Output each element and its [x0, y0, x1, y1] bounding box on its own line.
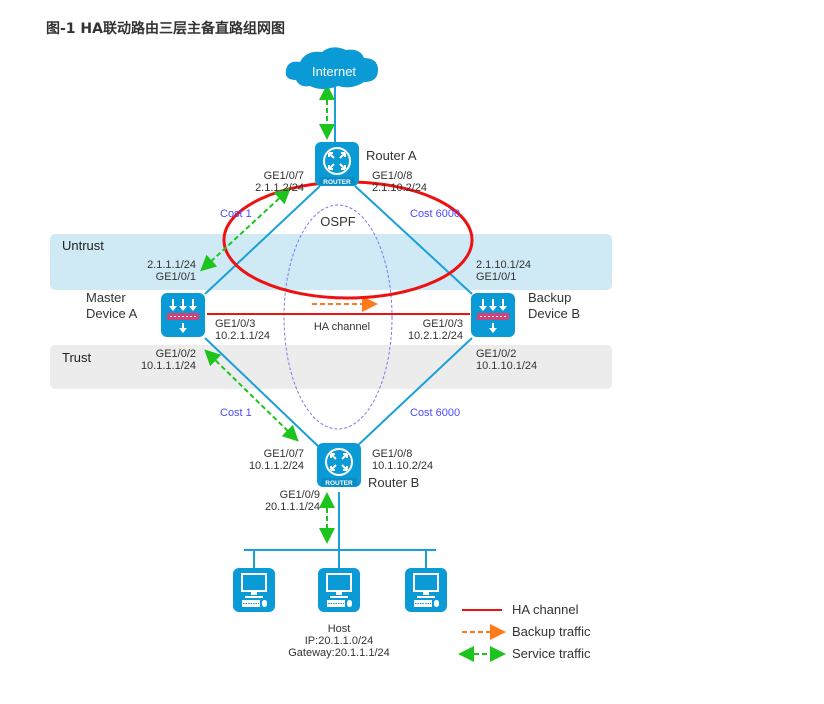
router-a-right-if: GE1/0/8 [372, 170, 412, 182]
trust-zone [50, 345, 612, 389]
link-router-a-device-b [354, 185, 473, 295]
device-a-firewall-icon [160, 292, 206, 338]
router-a-left-if: GE1/0/7 [264, 170, 304, 182]
service-traffic-lower [204, 349, 299, 442]
router-b-icon [316, 442, 362, 488]
router-a-right-ip: 2.1.10.2/24 [372, 182, 427, 194]
router-b-down-ip: 20.1.1.1/24 [265, 501, 320, 513]
router-a-name: Router A [366, 148, 417, 163]
router-b-right-if: GE1/0/8 [372, 448, 412, 460]
device-a-down-if: GE1/0/2 [156, 348, 196, 360]
device-a-down-ip: 10.1.1.1/24 [141, 360, 196, 372]
device-a-ha-if: GE1/0/3 [215, 318, 255, 330]
host-pc-icon-3 [404, 567, 448, 613]
device-a-up-if: GE1/0/1 [156, 271, 196, 283]
router-b-left-if: GE1/0/7 [264, 448, 304, 460]
legend-backup-traffic-label: Backup traffic [512, 624, 591, 639]
device-b-role: Backup [528, 290, 571, 305]
device-b-ha-ip: 10.2.1.2/24 [408, 330, 463, 342]
host-name: Host [328, 623, 351, 635]
untrust-zone-label: Untrust [62, 238, 104, 253]
router-b-down-if: GE1/0/9 [280, 489, 320, 501]
legend: HA channel Backup traffic Service traffi… [458, 602, 591, 662]
link-device-b-router-b [354, 337, 473, 449]
ha-channel-label: HA channel [314, 321, 370, 333]
ospf-area [283, 204, 393, 430]
host-ip: IP:20.1.1.0/24 [305, 635, 374, 647]
cost-bottom-right: Cost 6000 [410, 407, 460, 419]
device-b-firewall-icon [470, 292, 516, 338]
device-b-down-if: GE1/0/2 [476, 348, 516, 360]
legend-ha-channel-label: HA channel [512, 602, 579, 617]
device-a-name: Device A [86, 306, 138, 321]
cost-bottom-left: Cost 1 [220, 407, 252, 419]
host-pc-icon-2 [317, 567, 361, 613]
host-gateway: Gateway:20.1.1.1/24 [288, 647, 390, 659]
router-b-left-ip: 10.1.1.2/24 [249, 460, 304, 472]
device-b-name: Device B [528, 306, 580, 321]
legend-service-traffic-label: Service traffic [512, 646, 591, 661]
trust-zone-label: Trust [62, 350, 92, 365]
host-pc-icon-1 [232, 567, 276, 613]
cost-top-left: Cost 1 [220, 208, 252, 220]
cost-top-right: Cost 6000 [410, 208, 460, 220]
device-b-up-ip: 2.1.10.1/24 [476, 259, 531, 271]
device-a-role: Master [86, 290, 126, 305]
figure-title: 图-1 HA联动路由三层主备直路组网图 [46, 21, 285, 37]
router-b-name: Router B [368, 475, 419, 490]
router-b-right-ip: 10.1.10.2/24 [372, 460, 433, 472]
ospf-label: OSPF [320, 214, 355, 229]
internet-label: Internet [312, 64, 356, 79]
device-b-ha-if: GE1/0/3 [423, 318, 463, 330]
router-a-left-ip: 2.1.1.2/24 [255, 182, 304, 194]
device-b-down-ip: 10.1.10.1/24 [476, 360, 537, 372]
device-a-ha-ip: 10.2.1.1/24 [215, 330, 270, 342]
router-a-icon [314, 141, 360, 187]
service-traffic-upper [200, 187, 291, 272]
device-b-up-if: GE1/0/1 [476, 271, 516, 283]
device-a-up-ip: 2.1.1.1/24 [147, 259, 196, 271]
internet-cloud: Internet [285, 47, 378, 89]
